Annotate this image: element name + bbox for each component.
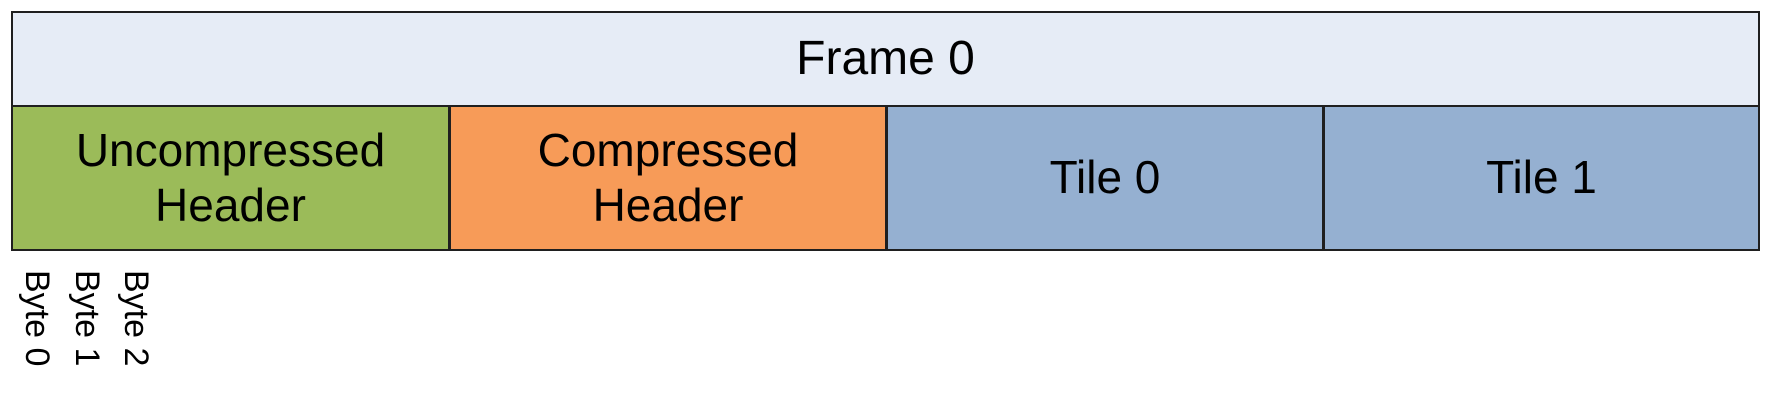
tile-0-segment: Tile 0 xyxy=(887,107,1324,251)
frame-box: Frame 0 xyxy=(11,11,1760,107)
uncompressed-header-label: Uncompressed Header xyxy=(75,123,386,231)
tile-0-label: Tile 0 xyxy=(1049,151,1161,204)
byte-2-label: Byte 2 xyxy=(117,270,155,367)
compressed-header-label: Compressed Header xyxy=(537,123,799,231)
uncompressed-header-segment: Uncompressed Header xyxy=(11,107,450,251)
tile-1-label: Tile 1 xyxy=(1486,151,1597,204)
byte-1-label: Byte 1 xyxy=(68,270,106,367)
frame-segments: Uncompressed Header Compressed Header Ti… xyxy=(11,107,1760,251)
byte-0-label: Byte 0 xyxy=(18,270,56,367)
frame-label: Frame 0 xyxy=(796,32,975,85)
compressed-header-segment: Compressed Header xyxy=(450,107,887,251)
tile-1-segment: Tile 1 xyxy=(1324,107,1760,251)
